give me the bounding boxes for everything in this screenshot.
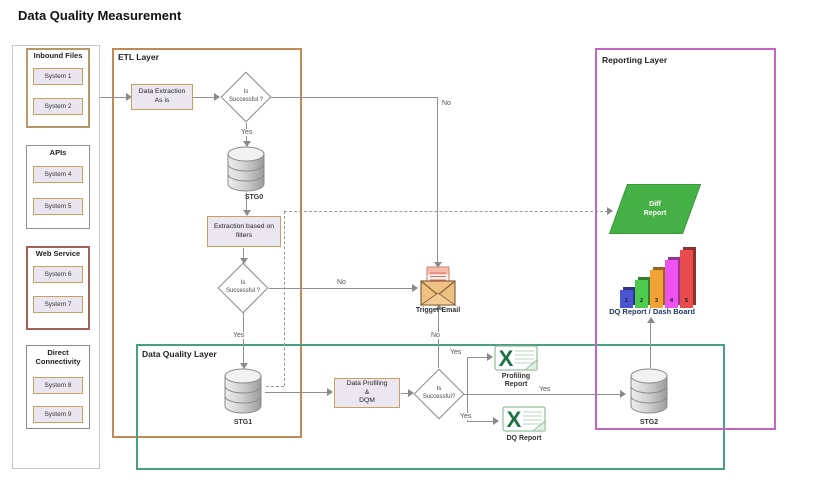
arrowhead [620,390,626,398]
data-profiling-node: Data Profiling & DQM [334,378,400,408]
edge-label-no: No [336,279,347,286]
edge-decision3-yes3-h [467,421,495,422]
edge-stg1-to-profiling [265,392,329,393]
extraction-filters-node: Extraction based on filters [207,216,281,247]
svg-text:X: X [507,407,522,432]
reporting-layer-frame [595,48,776,430]
group-apis-label: APIs [49,148,67,157]
edge-stg1-to-diff-dash2 [284,211,285,386]
system-4-chip: System 4 [33,166,83,183]
edge-label-yes: Yes [449,349,463,356]
arrowhead [493,417,499,425]
system-6-chip: System 6 [33,266,83,283]
decision1-node: Is Successful ? [220,71,272,123]
edge-label-yes: Yes [538,386,552,393]
group-web-service [26,246,90,330]
edge-label-yes: Yes [240,129,254,136]
etl-layer-frame [112,48,302,438]
profiling-report-excel-icon: X [494,345,538,376]
edge-label-yes: Yes [459,413,473,420]
edge-decision3-yes2 [463,394,622,395]
stg0-database-icon [226,146,266,197]
dq-layer-frame [136,344,725,470]
system-7-chip: System 7 [33,296,83,313]
system-1-chip: System 1 [33,68,83,85]
profiling-report-label: Profiling Report [501,373,531,389]
edge-decision1-no-h [270,97,437,98]
edge-stg1-to-diff-dash3 [284,211,608,212]
edge-decision3-yes3-v [467,394,468,421]
dashboard-bar: 4 [665,260,678,308]
dashboard-bar: 5 [680,250,693,308]
trigger-email-label: Trigger Email [415,307,461,314]
group-web-service-label: Web Service [35,249,81,258]
reporting-layer-label: Reporting Layer [602,55,668,65]
etl-layer-label: ETL Layer [118,52,159,62]
dq-layer-label: Data Quality Layer [142,349,217,359]
arrowhead [214,93,220,101]
edge-sources-to-extraction [100,97,130,98]
arrowhead [327,388,333,396]
arrowhead [243,210,251,216]
decision2-node: Is Successful ? [217,262,269,314]
arrowhead [607,207,613,215]
dq-report-label: DQ Report [506,435,542,442]
arrowhead [240,258,248,264]
dashboard-bar: 2 [635,280,648,308]
decision3-node: Is Successful? [413,368,465,420]
email-icon [419,266,457,311]
edge-stg2-to-dashboard [650,320,651,368]
page-title: Data Quality Measurement [18,8,182,23]
arrowhead [243,141,251,147]
arrowhead [240,363,248,369]
stg0-label: STG0 [244,194,264,201]
dashboard-bar: 1 [620,290,633,308]
edge-stg0-to-filters [246,193,247,211]
stg2-label: STG2 [639,419,659,426]
arrowhead [408,389,414,397]
edge-decision2-no [269,288,414,289]
group-direct-connectivity-label: Direct Connectivity [35,348,81,366]
sources-container [12,45,100,469]
svg-text:X: X [499,346,514,371]
diff-report-node: Diff Report [608,184,702,234]
arrowhead [412,284,418,292]
dashboard-bar: 3 [650,270,663,308]
edge-profiling-to-decision3 [401,393,410,394]
system-8-chip: System 8 [33,377,83,394]
dashboard-label: DQ Report / Dash Board [609,307,695,316]
system-5-chip: System 5 [33,198,83,215]
edge-filters-to-decision2 [243,248,244,259]
stg2-database-icon [629,368,669,419]
edge-extraction-to-decision1 [193,97,217,98]
arrowhead [487,353,493,361]
arrowhead [126,93,132,101]
edge-decision1-no-v [437,97,438,263]
stg1-label: STG1 [233,419,253,426]
group-apis [26,145,90,229]
data-extraction-node: Data Extraction As is [131,84,193,110]
arrowhead [434,262,442,268]
edge-label-yes: Yes [232,332,246,339]
edge-decision3-yes1-v [467,357,468,394]
arrowhead [647,317,655,323]
edge-stg1-to-diff-dash1 [266,386,284,387]
arrowhead [435,304,443,310]
system-9-chip: System 9 [33,406,83,423]
group-inbound-files-label: Inbound Files [33,51,83,60]
edge-decision3-yes1-h [467,357,489,358]
system-2-chip: System 2 [33,98,83,115]
edge-label-no: No [441,100,452,107]
edge-label-no: No [430,332,441,339]
stg1-database-icon [223,368,263,419]
dq-report-excel-icon: X [502,406,546,437]
